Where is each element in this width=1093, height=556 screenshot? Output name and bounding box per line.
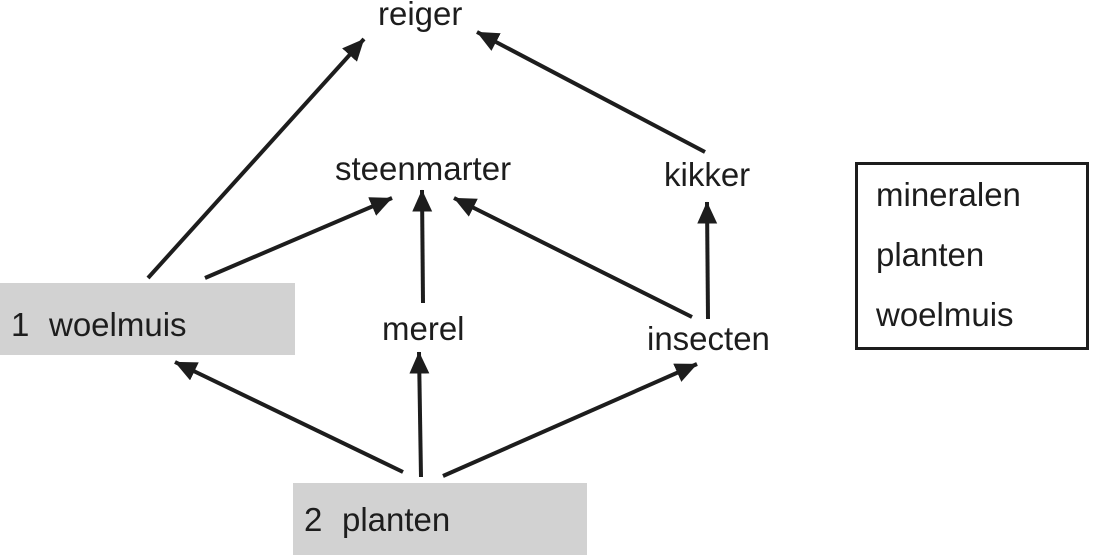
arrow-kikker-to-reiger bbox=[476, 30, 706, 154]
numbered-box-planten: 2 planten bbox=[293, 483, 587, 555]
legend-item-mineralen: mineralen bbox=[876, 176, 1021, 213]
numbered-box-woelmuis: 1 woelmuis bbox=[0, 283, 295, 355]
box-number: 1 bbox=[11, 305, 30, 343]
node-reiger: reiger bbox=[378, 0, 463, 32]
arrow-woelmuis-to-reiger bbox=[146, 37, 366, 280]
arrow-woelmuis-to-steenmarter bbox=[204, 196, 393, 280]
node-steenmarter: steenmarter bbox=[335, 150, 512, 187]
node-merel: merel bbox=[382, 310, 465, 347]
arrow-insecten-to-kikker bbox=[697, 201, 718, 320]
node-kikker: kikker bbox=[664, 156, 751, 193]
arrow-planten-to-insecten bbox=[442, 362, 698, 478]
box-label: woelmuis bbox=[49, 305, 187, 343]
legend-item-woelmuis: woelmuis bbox=[876, 296, 1014, 333]
arrow-planten-to-woelmuis bbox=[174, 360, 404, 474]
node-insecten: insecten bbox=[647, 320, 770, 357]
legend-item-planten: planten bbox=[876, 236, 985, 273]
box-number: 2 bbox=[304, 500, 323, 538]
box-label: planten bbox=[342, 500, 451, 538]
arrow-merel-to-steenmarter bbox=[412, 189, 433, 304]
arrow-planten-to-merel bbox=[409, 351, 430, 478]
legend-box: mineralen planten woelmuis bbox=[855, 162, 1089, 350]
arrow-insecten-to-steenmarter bbox=[453, 196, 693, 319]
